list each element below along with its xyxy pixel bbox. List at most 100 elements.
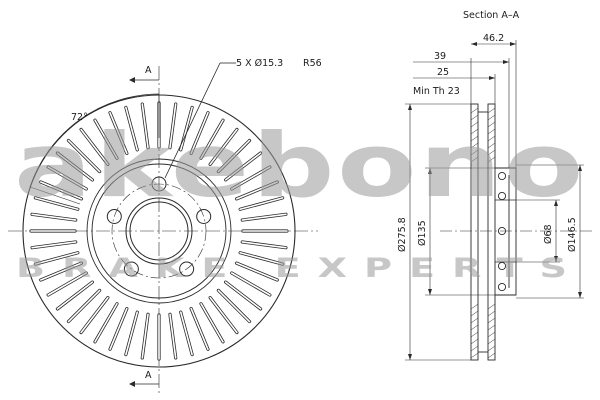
- section-hatching: [470, 107, 496, 359]
- hatch-line: [470, 303, 479, 310]
- bolt-hole: [196, 208, 212, 224]
- radius-label: R56: [303, 58, 322, 69]
- vent-slot: [190, 111, 209, 155]
- angle-label: 72°: [71, 112, 88, 123]
- vent-slot: [109, 111, 128, 155]
- hatch-line: [470, 331, 479, 338]
- section-marker-bottom-label: A: [145, 370, 152, 381]
- section-bolt-hole: [497, 191, 507, 201]
- friction-plate-left: [470, 103, 479, 361]
- vent-slot: [67, 289, 101, 323]
- vent-slot: [179, 106, 193, 151]
- vent-slot: [39, 262, 83, 281]
- vent-slot: [47, 166, 88, 190]
- vent-slot: [47, 272, 88, 296]
- callout-leader: [164, 62, 221, 179]
- hatch-line: [487, 317, 496, 324]
- vent-slot: [39, 181, 83, 200]
- vent-slot: [230, 272, 271, 296]
- vent-slot: [179, 311, 193, 356]
- vent-slot: [241, 241, 287, 249]
- vent-slot: [235, 181, 279, 200]
- hatch-line: [487, 114, 496, 121]
- hatch-line: [470, 345, 479, 352]
- dim-25-label: 25: [437, 67, 449, 78]
- vent-slot: [169, 103, 177, 149]
- dim-146-label: Ø146.5: [567, 217, 578, 252]
- bolt-callout-label: 5 X Ø15.3: [236, 58, 283, 69]
- watermark-tagline: BRAKE EXPERTS: [16, 253, 584, 284]
- hatch-line: [487, 142, 496, 149]
- bolt-circle: [111, 183, 207, 279]
- vent-slot: [67, 139, 101, 173]
- bolt-hole: [179, 261, 195, 277]
- front-view: [8, 62, 318, 396]
- vent-slot: [125, 106, 139, 151]
- hatch-line: [487, 331, 496, 338]
- dimension-arrowheads: [408, 42, 582, 360]
- vent-slot: [235, 262, 279, 281]
- dim-39-label: 39: [434, 51, 446, 62]
- hatch-line: [470, 352, 479, 359]
- center-bore: [129, 201, 189, 261]
- section-arrowhead-bottom: [129, 381, 135, 387]
- vent-slot: [169, 313, 177, 359]
- vent-slot: [209, 296, 238, 334]
- hatch-line: [487, 352, 496, 359]
- vent-slot: [230, 166, 271, 190]
- hatch-line: [470, 338, 479, 345]
- bolt-hole: [151, 176, 167, 192]
- vent-slot: [224, 152, 262, 181]
- friction-ring-inner-edge: [86, 158, 232, 304]
- section-bolt-hole: [497, 261, 507, 271]
- hatch-line: [470, 107, 479, 114]
- hatch-line: [487, 121, 496, 128]
- hatch-line: [487, 310, 496, 317]
- vent-pattern: [29, 101, 289, 361]
- watermark-logo: akebono: [14, 114, 586, 217]
- vent-slot: [141, 103, 149, 149]
- vent-slot: [34, 251, 79, 265]
- vent-slot: [94, 302, 118, 343]
- vent-slot: [31, 241, 77, 249]
- bolt-hole-pattern: [106, 176, 212, 277]
- vent-slot: [239, 197, 284, 211]
- hatch-line: [470, 317, 479, 324]
- section-title: Section A–A: [463, 10, 520, 21]
- vent-slot: [200, 119, 224, 160]
- vent-slot: [224, 281, 262, 310]
- hatch-line: [470, 310, 479, 317]
- vent-slot: [94, 119, 118, 160]
- hatch-line: [487, 135, 496, 142]
- hatch-line: [470, 128, 479, 135]
- hatch-line: [470, 121, 479, 128]
- hatch-line: [487, 345, 496, 352]
- hatch-line: [487, 303, 496, 310]
- section-bolt-hole: [497, 282, 507, 292]
- bolt-hole: [106, 208, 122, 224]
- hatch-line: [487, 324, 496, 331]
- dim-od-label: Ø275.8: [397, 217, 408, 252]
- dim-total-width-label: 46.2: [483, 33, 504, 44]
- vent-slot: [241, 213, 287, 221]
- dim-135-label: Ø135: [417, 220, 428, 246]
- hatch-line: [470, 135, 479, 142]
- dim-68-label: Ø68: [543, 224, 554, 244]
- bolt-hole: [123, 261, 139, 277]
- min-thickness-label: Min Th 23: [413, 86, 460, 97]
- center-bore-outer: [125, 197, 193, 265]
- hatch-line: [470, 114, 479, 121]
- vent-slot: [56, 281, 94, 310]
- hatch-line: [487, 107, 496, 114]
- vent-slot: [141, 313, 149, 359]
- vent-slot: [109, 307, 128, 351]
- friction-plate-right: [487, 103, 496, 361]
- section-bolt-hole: [497, 171, 507, 181]
- vent-slot: [190, 307, 209, 351]
- vent-slot: [34, 197, 79, 211]
- hatch-line: [487, 149, 496, 156]
- vent-slot: [200, 302, 224, 343]
- hatch-line: [487, 156, 496, 163]
- vent-slot: [125, 311, 139, 356]
